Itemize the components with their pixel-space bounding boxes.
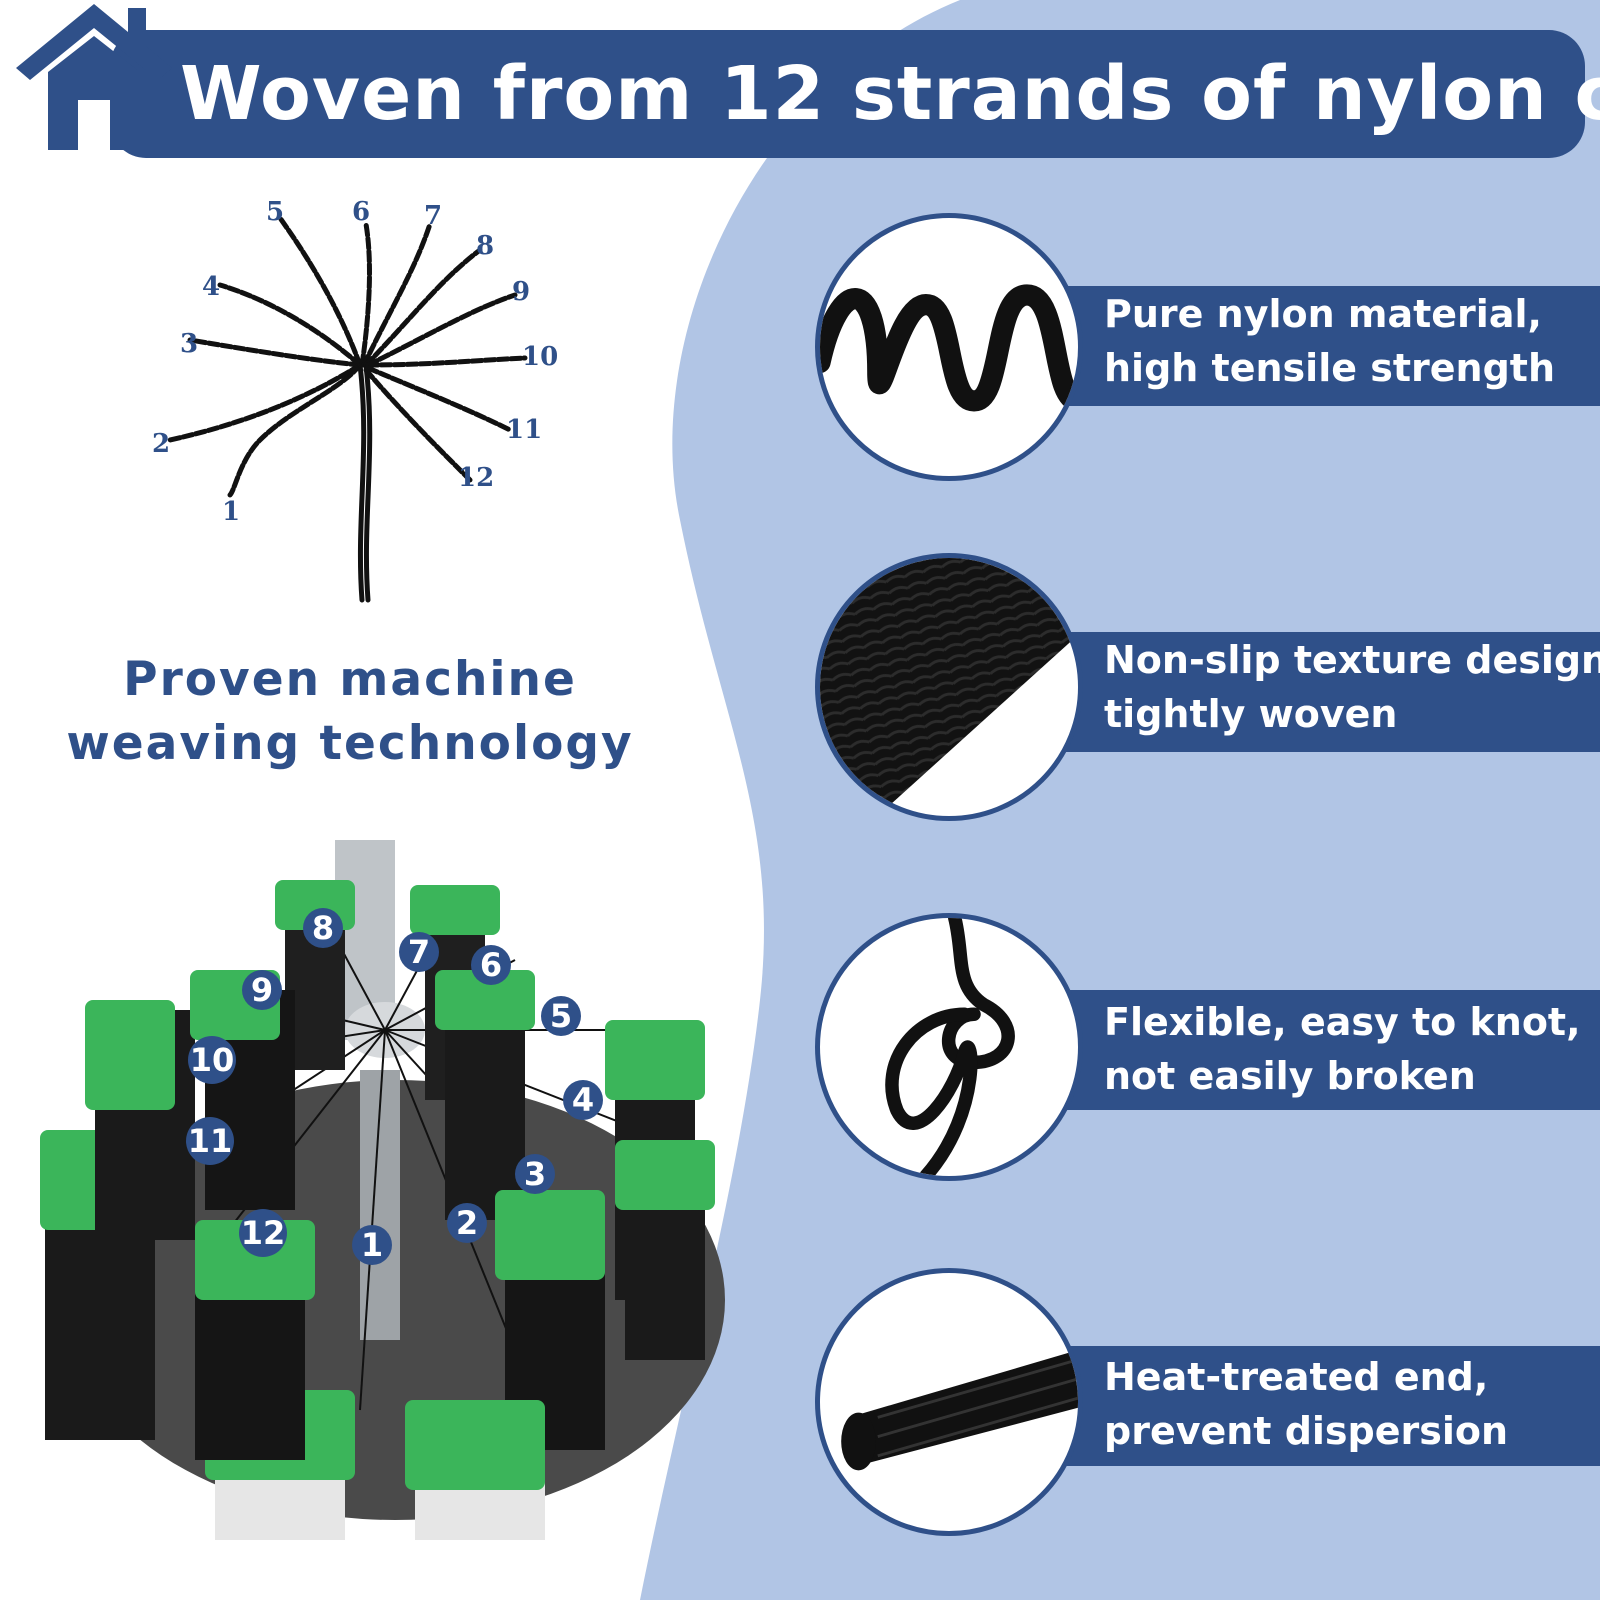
feature-line2: high tensile strength [1104, 346, 1555, 390]
strand-label: 10 [522, 342, 558, 372]
feature-text-knot: Flexible, easy to knot, not easily broke… [1104, 995, 1594, 1103]
strand-label: 6 [352, 197, 370, 227]
feature-line1: Non-slip texture design, [1104, 638, 1600, 682]
strand-label: 7 [424, 201, 442, 231]
tagline-line2: weaving technology [66, 716, 634, 771]
tagline-line1: Proven machine [123, 652, 577, 707]
woven-texture-icon [815, 553, 1083, 821]
feature-line1: Flexible, easy to knot, [1104, 1000, 1581, 1044]
header-bar [110, 30, 1585, 158]
strand-label: 3 [180, 329, 198, 359]
machine-label: 12 [241, 1214, 286, 1252]
braiding-machine-photo: 1 2 3 4 5 6 7 8 9 10 11 12 [40, 840, 725, 1540]
strand-label: 9 [512, 277, 530, 307]
house-icon [16, 4, 172, 150]
strand-label: 4 [202, 272, 220, 302]
feature-text-texture: Non-slip texture design, tightly woven [1104, 633, 1600, 741]
machine-label: 10 [190, 1041, 235, 1079]
coiled-cord-icon [815, 213, 1083, 481]
machine-label: 9 [251, 971, 273, 1009]
strand-label: 11 [506, 415, 542, 445]
machine-label: 11 [188, 1122, 233, 1160]
feature-text-end: Heat-treated end, prevent dispersion [1104, 1350, 1594, 1458]
machine-label: 2 [456, 1204, 478, 1242]
strand-label: 2 [152, 429, 170, 459]
knot-icon [815, 913, 1083, 1181]
machine-label: 3 [524, 1155, 546, 1193]
feature-line1: Heat-treated end, [1104, 1355, 1489, 1399]
machine-label: 8 [312, 909, 334, 947]
feature-line2: tightly woven [1104, 692, 1398, 736]
strand-label: 8 [476, 231, 494, 261]
cord-end-icon [815, 1268, 1083, 1536]
feature-line2: not easily broken [1104, 1054, 1476, 1098]
strand-diagram: 1 2 3 4 5 6 7 8 9 10 11 12 [152, 197, 558, 603]
feature-line1: Pure nylon material, [1104, 292, 1542, 336]
strand-label: 5 [266, 197, 284, 227]
tagline: Proven machine weaving technology [60, 648, 640, 776]
machine-label: 5 [550, 997, 572, 1035]
machine-label: 6 [480, 946, 502, 984]
machine-label: 7 [408, 933, 430, 971]
machine-label: 4 [572, 1081, 594, 1119]
page-title: Woven from 12 strands of nylon cord [180, 51, 1600, 137]
strand-label: 1 [222, 497, 240, 527]
feature-text-strength: Pure nylon material, high tensile streng… [1104, 287, 1594, 395]
feature-line2: prevent dispersion [1104, 1409, 1509, 1453]
machine-label: 1 [361, 1226, 383, 1264]
strand-label: 12 [458, 463, 494, 493]
